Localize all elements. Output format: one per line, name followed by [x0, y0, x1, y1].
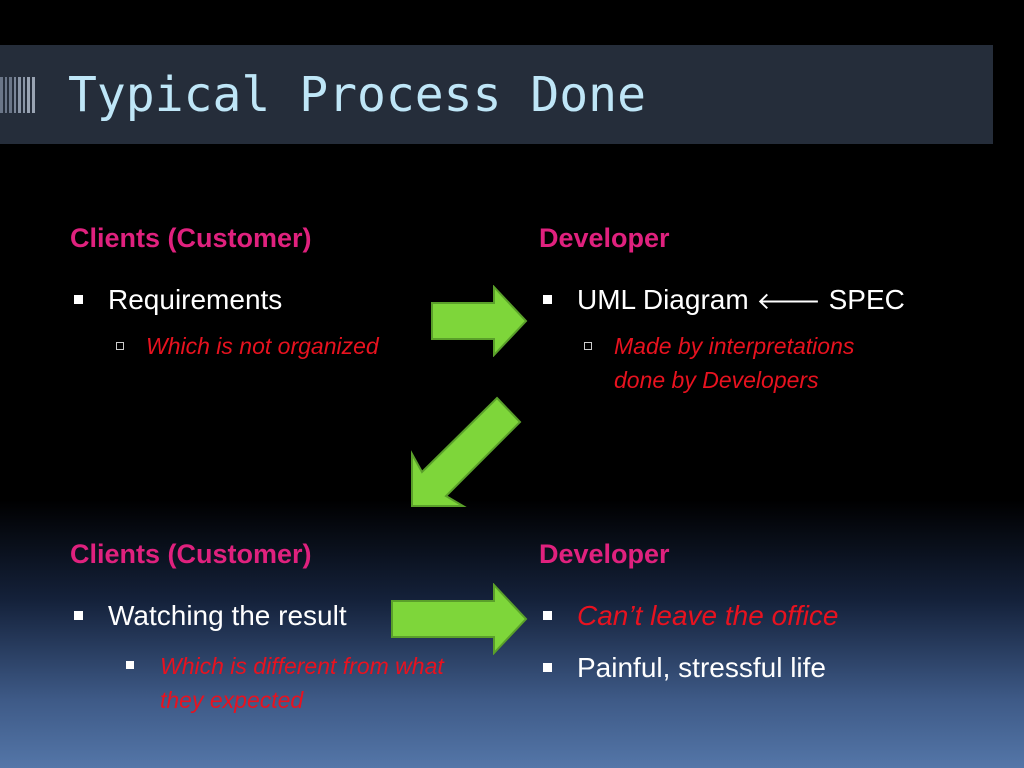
watching-bullet: Watching the result	[74, 600, 347, 632]
watching-sub-line2: they expected	[160, 687, 304, 713]
painful-bullet: Painful, stressful life	[543, 652, 826, 684]
square-bullet-icon	[126, 661, 134, 669]
spec-text: SPEC	[820, 284, 905, 315]
uml-sub-line2: done by Developers	[614, 367, 819, 393]
bottom-right-heading: Developer	[539, 539, 670, 569]
square-bullet-icon	[543, 611, 552, 620]
watching-sub-line1: Which is different from what	[160, 653, 444, 679]
hollow-square-bullet-icon	[116, 342, 124, 350]
top-left-heading: Clients (Customer)	[70, 223, 312, 253]
uml-bullet: UML Diagram 🡐 SPEC	[543, 284, 905, 316]
requirements-sub: Which is not organized	[116, 329, 446, 363]
square-bullet-icon	[543, 295, 552, 304]
square-bullet-icon	[543, 663, 552, 672]
slide-title: Typical Process Done	[68, 67, 646, 123]
square-bullet-icon	[74, 295, 83, 304]
vertical-stripes-icon	[0, 77, 35, 113]
requirements-text: Requirements	[108, 284, 283, 315]
uml-sub: Made by interpretations done by Develope…	[584, 329, 914, 397]
diagonal-block-arrow-icon	[411, 396, 522, 507]
right-block-arrow-icon-bottom	[391, 583, 528, 655]
title-bar: Typical Process Done	[0, 45, 993, 144]
painful-text: Painful, stressful life	[577, 652, 826, 683]
bottom-left-heading: Clients (Customer)	[70, 539, 312, 569]
uml-sub-line1: Made by interpretations	[614, 333, 855, 359]
hollow-square-bullet-icon	[584, 342, 592, 350]
square-bullet-icon	[74, 611, 83, 620]
requirements-bullet: Requirements	[74, 284, 283, 316]
top-right-heading: Developer	[539, 223, 670, 253]
left-arrow-icon: 🡐	[756, 287, 821, 315]
watching-sub: Which is different from what they expect…	[126, 649, 500, 717]
requirements-sub-text: Which is not organized	[146, 333, 379, 359]
right-block-arrow-icon	[431, 285, 528, 357]
cant-leave-bullet: Can’t leave the office	[543, 600, 839, 632]
cant-leave-text: Can’t leave the office	[577, 600, 839, 631]
watching-text: Watching the result	[108, 600, 347, 631]
uml-text: UML Diagram	[577, 284, 757, 315]
